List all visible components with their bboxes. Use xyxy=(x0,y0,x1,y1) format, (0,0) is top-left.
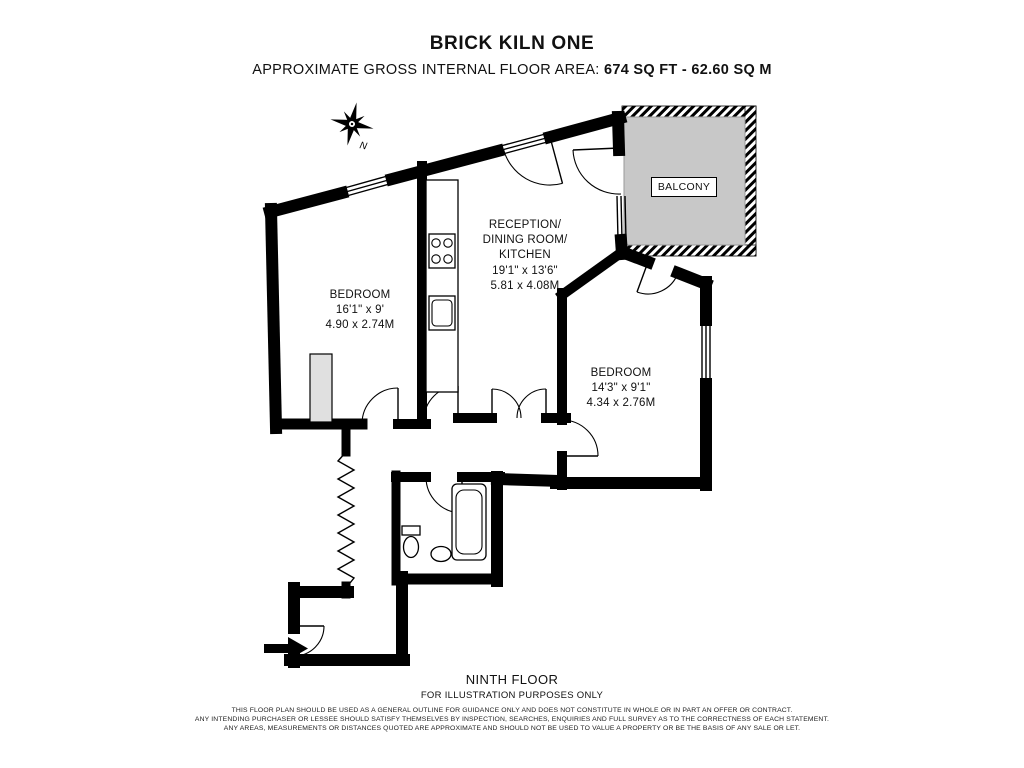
illustration-note: FOR ILLUSTRATION PURPOSES ONLY xyxy=(420,690,604,701)
exterior-walls xyxy=(262,110,714,668)
toilet-icon xyxy=(401,525,421,559)
compass-icon: N xyxy=(330,102,374,153)
windows xyxy=(340,132,711,384)
floor-name: NINTH FLOOR xyxy=(465,672,559,687)
room-dims-metric: 4.90 x 2.74M xyxy=(325,319,395,332)
room-dims-imperial: 19'1" x 13'6" xyxy=(492,264,558,277)
room-dims-metric: 4.34 x 2.76M xyxy=(586,397,656,410)
room-name: BEDROOM xyxy=(329,289,391,301)
kitchen-sink-icon xyxy=(428,295,456,331)
page-title: BRICK KILN ONE xyxy=(429,33,595,54)
room-label-bedroom-left: BEDROOM 16'1" x 9' 4.90 x 2.74M xyxy=(300,288,420,334)
room-label-balcony: BALCONY xyxy=(651,177,717,197)
bathtub-icon xyxy=(451,483,487,561)
subtitle-value: 674 SQ FT - 62.60 SQ M xyxy=(603,62,772,78)
room-dims-imperial: 16'1" x 9' xyxy=(335,304,385,317)
room-dims-metric: 5.81 x 4.08M xyxy=(490,279,560,292)
disclaimer-line: ANY AREAS, MEASUREMENTS OR DISTANCES QUO… xyxy=(223,725,801,732)
page-subtitle: APPROXIMATE GROSS INTERNAL FLOOR AREA: 6… xyxy=(0,62,1024,78)
room-label-reception: RECEPTION/ DINING ROOM/ KITCHEN 19'1" x … xyxy=(455,218,595,294)
compass-north-label: N xyxy=(359,140,369,152)
room-name: DINING ROOM/ xyxy=(482,234,568,247)
kitchen-units xyxy=(425,179,459,393)
room-name: BEDROOM xyxy=(590,367,652,379)
disclaimer-line: ANY INTENDING PURCHASER OR LESSEE SHOULD… xyxy=(194,716,830,723)
disclaimer-line: THIS FLOOR PLAN SHOULD BE USED AS A GENE… xyxy=(231,707,793,714)
corridor-zigzag-wall xyxy=(336,451,356,589)
hob-icon xyxy=(428,233,456,269)
interior-walls xyxy=(336,161,629,599)
bathroom-fixtures xyxy=(401,483,487,563)
room-dims-imperial: 14'3" x 9'1" xyxy=(591,382,651,395)
entrance-arrow-icon xyxy=(264,637,308,660)
basin-icon xyxy=(430,545,452,563)
room-name: RECEPTION/ xyxy=(488,219,562,231)
subtitle-label: APPROXIMATE GROSS INTERNAL FLOOR AREA: xyxy=(252,62,600,78)
room-label-bedroom-right: BEDROOM 14'3" x 9'1" 4.34 x 2.76M xyxy=(551,366,691,412)
wardrobe xyxy=(309,353,333,423)
room-name: KITCHEN xyxy=(499,249,551,262)
